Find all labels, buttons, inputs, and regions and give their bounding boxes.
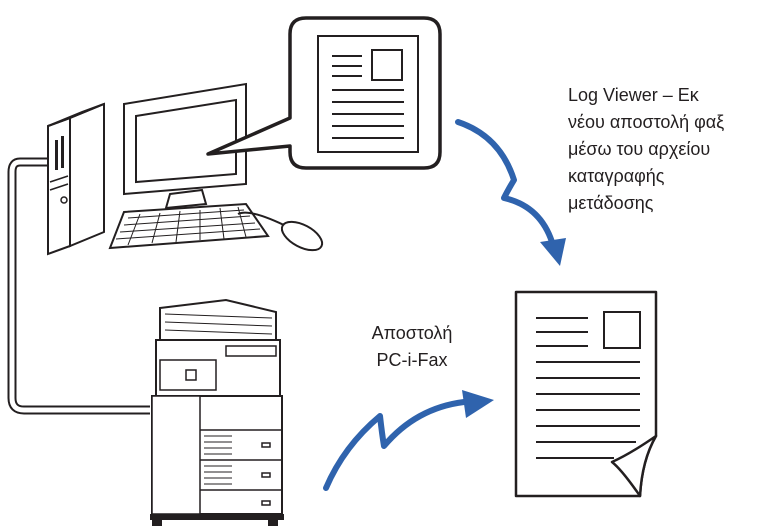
speech-bubble-document-icon [206,16,442,170]
pc-fax-label: Αποστολή PC-i-Fax [352,320,472,374]
pc-fax-line: Αποστολή [371,323,453,343]
multifunction-printer-icon [150,298,284,526]
log-viewer-line: καταγραφής [568,166,665,186]
computer-tower-icon [47,102,105,256]
log-viewer-line: Log Viewer – Εκ [568,85,699,105]
log-viewer-label: Log Viewer – Εκ νέου αποστολή φαξ μέσω τ… [568,82,724,217]
log-viewer-line: μετάδοσης [568,193,654,213]
curved-arrow-icon [455,119,566,266]
fax-document-icon [514,290,658,498]
mouse-icon [237,211,324,252]
log-viewer-line: νέου αποστολή φαξ [568,112,725,132]
pc-fax-line: PC-i-Fax [376,350,448,370]
lightning-arrow-icon [323,390,494,491]
log-viewer-line: μέσω του αρχείου [568,139,711,159]
keyboard-icon [108,202,270,250]
monitor-icon [123,82,247,210]
